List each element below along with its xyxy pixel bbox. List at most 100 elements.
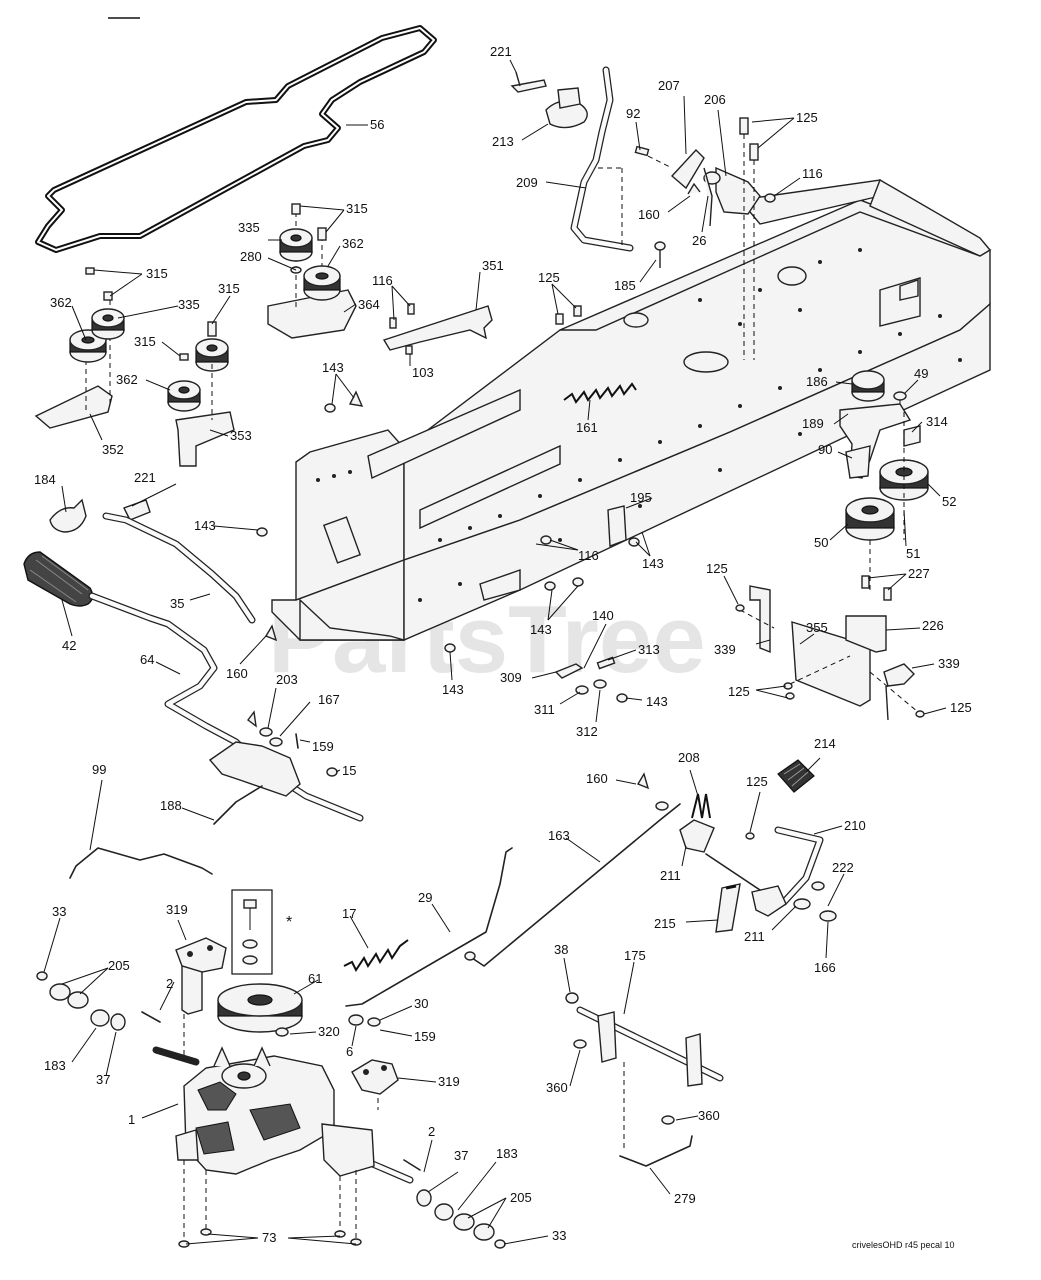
- label-116-mid[interactable]: 116: [372, 273, 393, 288]
- label-2-a[interactable]: 2: [166, 976, 173, 991]
- label-73[interactable]: 73: [262, 1230, 276, 1245]
- label-205-a[interactable]: 205: [108, 958, 130, 973]
- label-35[interactable]: 35: [170, 596, 184, 611]
- label-116-low[interactable]: 116: [578, 548, 599, 563]
- label-185[interactable]: 185: [614, 278, 636, 293]
- label-37-a[interactable]: 37: [96, 1072, 110, 1087]
- label-183-b[interactable]: 183: [496, 1146, 518, 1161]
- label-125-brake[interactable]: 125: [746, 774, 768, 789]
- label-208[interactable]: 208: [678, 750, 700, 765]
- label-26[interactable]: 26: [692, 233, 706, 248]
- label-315-c[interactable]: 315: [218, 281, 240, 296]
- label-215[interactable]: 215: [654, 916, 676, 931]
- label-15[interactable]: 15: [342, 763, 356, 778]
- label-29[interactable]: 29: [418, 890, 432, 905]
- label-353[interactable]: 353: [230, 428, 252, 443]
- label-143-c[interactable]: 143: [642, 556, 664, 571]
- label-143-e[interactable]: 143: [442, 682, 464, 697]
- label-140[interactable]: 140: [592, 608, 614, 623]
- label-116-top[interactable]: 116: [802, 166, 823, 181]
- label-160-left[interactable]: 160: [226, 666, 248, 681]
- label-186[interactable]: 186: [806, 374, 828, 389]
- label-161[interactable]: 161: [576, 420, 598, 435]
- label-315-d[interactable]: 315: [134, 334, 156, 349]
- label-64[interactable]: 64: [140, 652, 154, 667]
- label-52[interactable]: 52: [942, 494, 956, 509]
- label-362-top[interactable]: 362: [342, 236, 364, 251]
- label-99[interactable]: 99: [92, 762, 106, 777]
- label-33-a[interactable]: 33: [52, 904, 66, 919]
- label-315-b[interactable]: 315: [146, 266, 168, 281]
- label-92[interactable]: 92: [626, 106, 640, 121]
- label-183-a[interactable]: 183: [44, 1058, 66, 1073]
- label-189[interactable]: 189: [802, 416, 824, 431]
- label-143-f[interactable]: 143: [646, 694, 668, 709]
- label-38[interactable]: 38: [554, 942, 568, 957]
- label-339-left[interactable]: 339: [714, 642, 736, 657]
- label-360-b[interactable]: 360: [698, 1108, 720, 1123]
- label-319-a[interactable]: 319: [166, 902, 188, 917]
- label-210[interactable]: 210: [844, 818, 866, 833]
- label-319-b[interactable]: 319: [438, 1074, 460, 1089]
- label-143-a[interactable]: 143: [322, 360, 344, 375]
- label-227[interactable]: 227: [908, 566, 930, 581]
- label-339-right[interactable]: 339: [938, 656, 960, 671]
- label-125-low[interactable]: 125: [728, 684, 750, 699]
- label-56[interactable]: 56: [370, 117, 384, 132]
- label-314[interactable]: 314: [926, 414, 948, 429]
- label-221[interactable]: 221: [490, 44, 512, 59]
- label-125-far[interactable]: 125: [950, 700, 972, 715]
- label-143-d[interactable]: 143: [530, 622, 552, 637]
- label-51[interactable]: 51: [906, 546, 920, 561]
- label-166[interactable]: 166: [814, 960, 836, 975]
- label-143-b[interactable]: 143: [194, 518, 216, 533]
- label-50[interactable]: 50: [814, 535, 828, 550]
- label-33-b[interactable]: 33: [552, 1228, 566, 1243]
- label-160-right[interactable]: 160: [586, 771, 608, 786]
- label-360-a[interactable]: 360: [546, 1080, 568, 1095]
- label-125-top[interactable]: 125: [796, 110, 818, 125]
- label-209[interactable]: 209: [516, 175, 538, 190]
- label-320[interactable]: 320: [318, 1024, 340, 1039]
- label-61[interactable]: 61: [308, 971, 322, 986]
- label-188[interactable]: 188: [160, 798, 182, 813]
- label-362-mid[interactable]: 362: [116, 372, 138, 387]
- label-160-top[interactable]: 160: [638, 207, 660, 222]
- label-90[interactable]: 90: [818, 442, 832, 457]
- label-351[interactable]: 351: [482, 258, 504, 273]
- label-203[interactable]: 203: [276, 672, 298, 687]
- label-175[interactable]: 175: [624, 948, 646, 963]
- label-42[interactable]: 42: [62, 638, 76, 653]
- label-206[interactable]: 206: [704, 92, 726, 107]
- label-49[interactable]: 49: [914, 366, 928, 381]
- label-167[interactable]: 167: [318, 692, 340, 707]
- label-222[interactable]: 222: [832, 860, 854, 875]
- label-312[interactable]: 312: [576, 724, 598, 739]
- label-313[interactable]: 313: [638, 642, 660, 657]
- label-309[interactable]: 309: [500, 670, 522, 685]
- label-159-b[interactable]: 159: [414, 1029, 436, 1044]
- label-17[interactable]: 17: [342, 906, 356, 921]
- label-163[interactable]: 163: [548, 828, 570, 843]
- label-213[interactable]: 213: [492, 134, 514, 149]
- label-30[interactable]: 30: [414, 996, 428, 1011]
- label-335-left[interactable]: 335: [178, 297, 200, 312]
- label-364[interactable]: 364: [358, 297, 380, 312]
- label-279[interactable]: 279: [674, 1191, 696, 1206]
- label-184[interactable]: 184: [34, 472, 56, 487]
- label-362-left[interactable]: 362: [50, 295, 72, 310]
- label-221-left[interactable]: 221: [134, 470, 156, 485]
- label-211-b[interactable]: 211: [744, 929, 765, 944]
- label-103[interactable]: 103: [412, 365, 434, 380]
- label-280[interactable]: 280: [240, 249, 262, 264]
- label-335-top[interactable]: 335: [238, 220, 260, 235]
- label-211-a[interactable]: 211: [660, 868, 681, 883]
- label-315-a[interactable]: 315: [346, 201, 368, 216]
- label-355[interactable]: 355: [806, 620, 828, 635]
- label-214[interactable]: 214: [814, 736, 836, 751]
- label-2-b[interactable]: 2: [428, 1124, 435, 1139]
- label-6[interactable]: 6: [346, 1044, 353, 1059]
- label-207[interactable]: 207: [658, 78, 680, 93]
- label-226[interactable]: 226: [922, 618, 944, 633]
- label-125-right[interactable]: 125: [706, 561, 728, 576]
